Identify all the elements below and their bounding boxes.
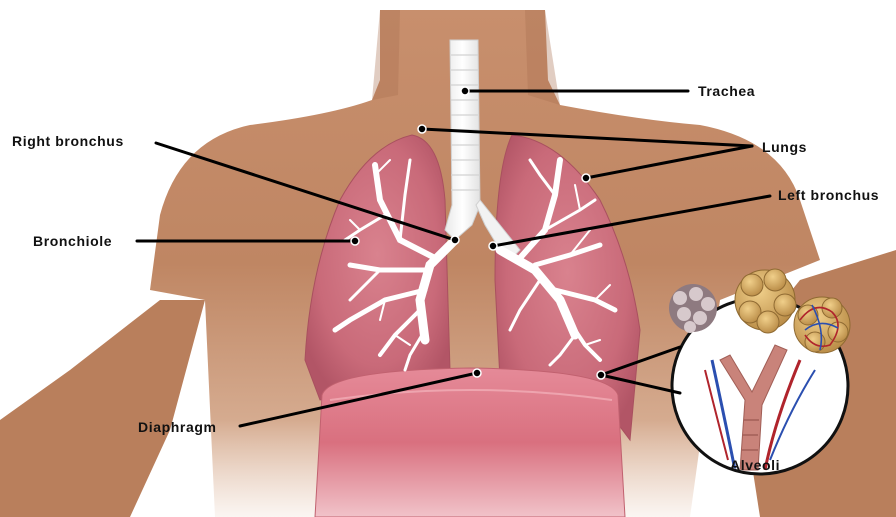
label-left-bronchus: Left bronchus xyxy=(778,187,879,203)
label-trachea: Trachea xyxy=(698,83,755,99)
label-diaphragm: Diaphragm xyxy=(138,419,217,435)
label-alveoli: Alveoli xyxy=(730,457,780,473)
diaphragm-muscle xyxy=(315,368,625,517)
label-lungs: Lungs xyxy=(762,139,807,155)
label-bronchiole: Bronchiole xyxy=(33,233,112,249)
label-right-bronchus: Right bronchus xyxy=(12,133,124,149)
right-arm xyxy=(0,300,205,517)
alveolar-sac-capillaries xyxy=(794,297,850,353)
alveoli-inset xyxy=(669,269,850,476)
